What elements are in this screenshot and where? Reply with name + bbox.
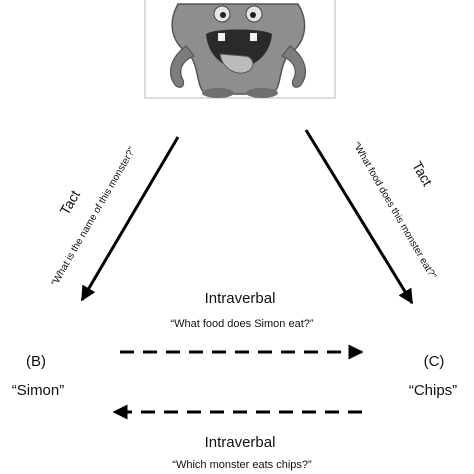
monster-icon	[169, 3, 307, 98]
left-tact-question: “What is the name of this monster?”	[49, 145, 138, 288]
node-b-letter: (B)	[26, 353, 46, 370]
top-intraverbal-label: Intraverbal	[205, 290, 276, 307]
right-tact-label: Tact	[409, 158, 436, 188]
bottom-intraverbal-label: Intraverbal	[205, 434, 276, 451]
tact-arrow-right	[304, 129, 414, 305]
node-c-letter: (C)	[424, 353, 445, 370]
monster-image	[144, 0, 336, 99]
left-tact-label: Tact	[56, 187, 83, 217]
node-c-response: “Chips”	[409, 382, 457, 399]
top-intraverbal-question: “What food does Simon eat?”	[170, 318, 313, 330]
node-b-response: “Simon”	[12, 382, 65, 399]
tact-arrow-left	[80, 136, 180, 302]
bottom-intraverbal-question: “Which monster eats chips?”	[172, 459, 312, 471]
